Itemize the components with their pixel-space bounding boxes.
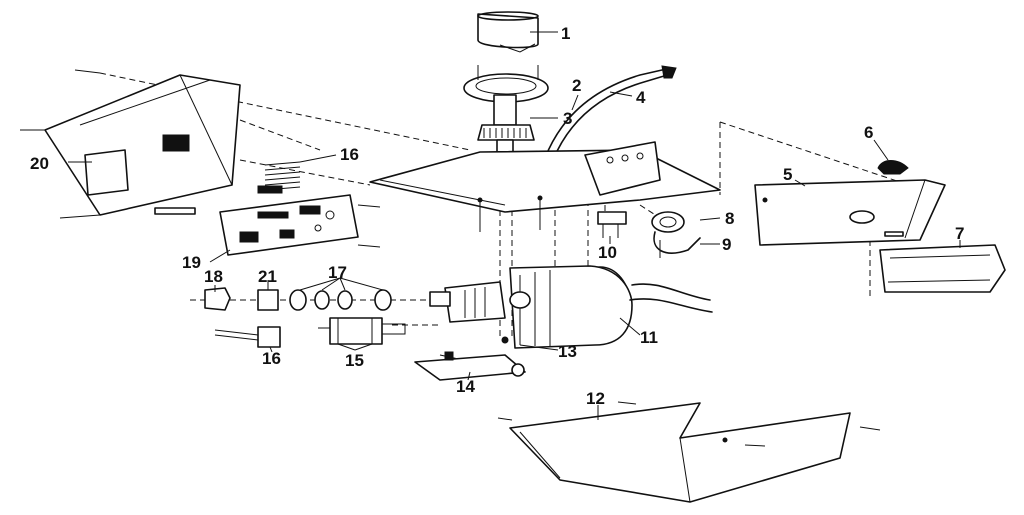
- part-chassis-plate: [369, 141, 721, 232]
- label-part-17: 17: [328, 263, 347, 282]
- label-part-9: 9: [722, 235, 731, 254]
- part-limit-switch: [597, 211, 627, 238]
- part-drive-gear-assembly: [463, 65, 549, 159]
- part-mount-bracket: [414, 351, 526, 381]
- label-part-18: 18: [204, 267, 223, 286]
- part-logic-board: [219, 194, 381, 256]
- label-part-11: 11: [640, 328, 658, 347]
- part-capacitor: [318, 317, 406, 345]
- label-part-10: 10: [598, 243, 617, 262]
- label-part-15: 15: [345, 351, 364, 370]
- label-part-12: 12: [586, 389, 605, 408]
- label-part-6: 6: [864, 123, 873, 142]
- part-bottom-tray: [497, 401, 881, 503]
- label-part-16-top: 16: [340, 145, 359, 164]
- label-part-20: 20: [30, 154, 49, 173]
- part-connector-plug: [214, 326, 281, 348]
- label-part-3: 3: [563, 109, 572, 128]
- label-part-16-bottom: 16: [262, 349, 281, 368]
- part-cap: [477, 11, 539, 53]
- label-leader-lines: [68, 31, 961, 420]
- label-part-13: 13: [558, 342, 577, 361]
- part-right-cover: [754, 179, 946, 246]
- label-part-14: 14: [456, 377, 475, 396]
- part-left-cover: [20, 69, 241, 219]
- label-part-21: 21: [258, 267, 277, 286]
- part-labels: 1 2 4 3 6 16 20 5 8 7 9 10 19 17 18 21 1…: [30, 24, 964, 408]
- part-lens: [877, 160, 909, 175]
- label-part-2: 2: [572, 76, 581, 95]
- label-part-7: 7: [955, 224, 964, 243]
- part-motor: [429, 265, 713, 349]
- part-light-lens: [879, 244, 1006, 293]
- label-part-19: 19: [182, 253, 201, 272]
- label-part-1: 1: [561, 24, 570, 43]
- label-part-5: 5: [783, 165, 792, 184]
- part-shaft-hardware: [204, 287, 392, 311]
- label-part-4: 4: [636, 88, 646, 107]
- label-part-8: 8: [725, 209, 734, 228]
- part-light-socket: [651, 211, 701, 258]
- part-wire-harness: [257, 161, 301, 194]
- part-cable-hose: [544, 65, 677, 161]
